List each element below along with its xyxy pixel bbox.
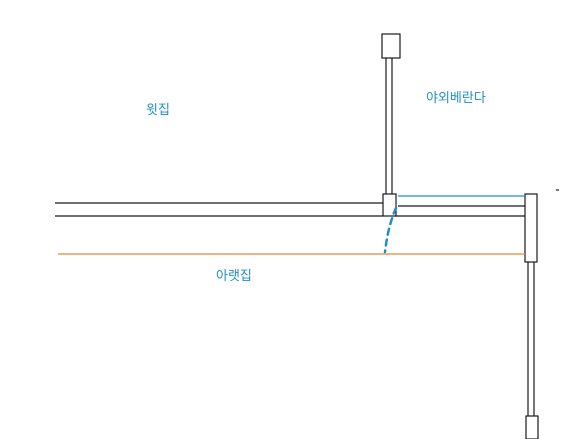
- water-leak-path: [383, 206, 398, 254]
- upper-wall: [381, 33, 401, 217]
- balcony-wall-post: [524, 193, 538, 263]
- lower-wall-cap: [525, 415, 539, 440]
- label-upper-house: 윗집: [146, 103, 170, 118]
- upper-wall-junction: [382, 193, 397, 217]
- upper-wall-cap: [381, 33, 401, 59]
- floor-slab: [55, 202, 525, 217]
- label-outdoor-balcony: 야외베란다: [426, 91, 486, 106]
- label-lower-house: 아랫집: [216, 269, 252, 284]
- balcony-wall: [524, 189, 559, 440]
